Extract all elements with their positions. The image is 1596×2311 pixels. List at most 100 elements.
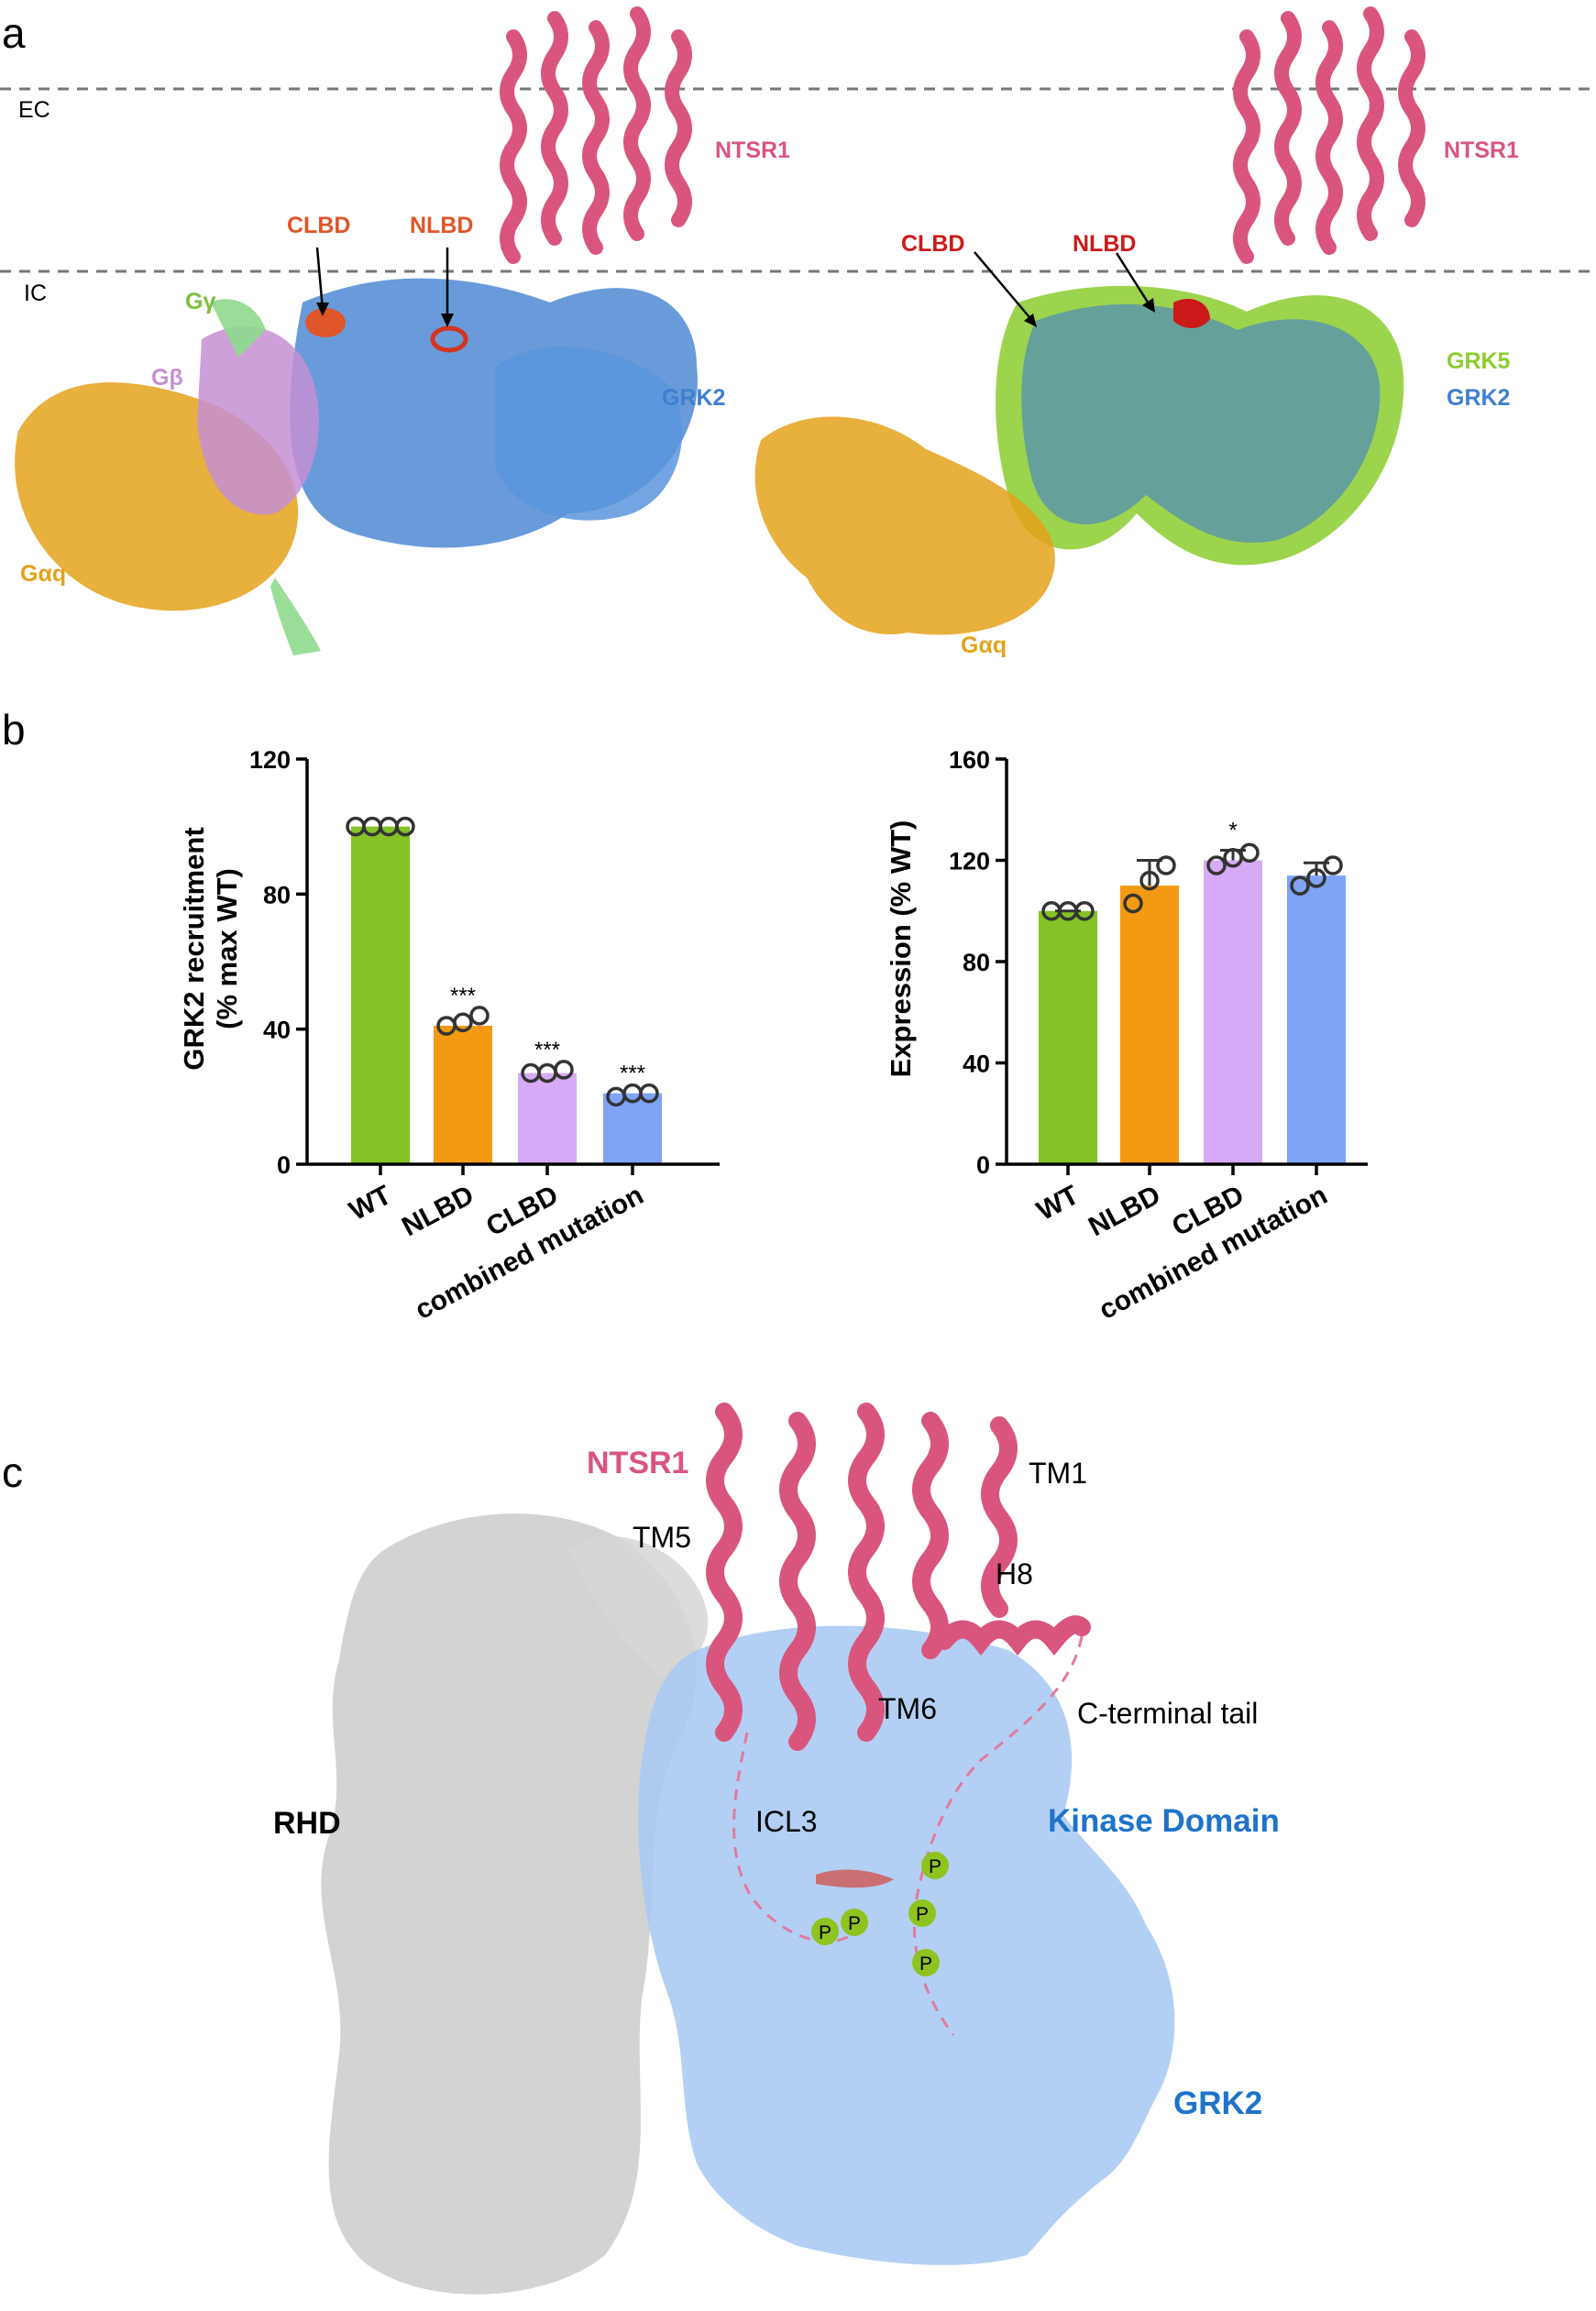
clbd-left-helix (305, 308, 346, 337)
ligand-stick (816, 1869, 894, 1888)
chart2-point-combined-mutation-2 (1306, 868, 1326, 888)
chart2-point-nlbd-2 (1139, 870, 1160, 891)
chart1-ytick-label-0: 0 (277, 1151, 291, 1179)
h8-label: H8 (996, 1557, 1033, 1590)
tm6-label: TM6 (878, 1692, 937, 1725)
chart2-point-combined-mutation-3 (1323, 855, 1343, 875)
phosphate-sites: P P P P P (811, 1852, 949, 1976)
grk2-right-label: GRK2 (1447, 385, 1510, 411)
nlbd-right-label: NLBD (1073, 231, 1136, 257)
ntsr1-c-label: NTSR1 (587, 1446, 688, 1480)
svg-text:P: P (919, 1953, 932, 1975)
chart2-bar-clbd (1204, 860, 1262, 1164)
c-terminal-tail-label: C-terminal tail (1077, 1697, 1258, 1730)
chart2-ytick-label-120: 120 (949, 848, 990, 875)
chart1-ylabel-line1: GRK2 recruitment (178, 827, 210, 1070)
chart2-bar-wt (1039, 910, 1097, 1164)
chart1-point-clbd-3 (554, 1060, 574, 1080)
chart1-significance-nlbd: *** (450, 984, 476, 1008)
svg-text:P: P (916, 1904, 929, 1925)
tm1-label: TM1 (1029, 1457, 1087, 1490)
phospho-site-2: P (841, 1909, 868, 1936)
grk2-left-label: GRK2 (662, 385, 725, 411)
ggamma-label: Gγ (185, 289, 215, 314)
galphaq-right-label: Gαq (961, 633, 1007, 658)
chart2-ytick-label-0: 0 (976, 1151, 990, 1179)
ntsr1-helices-left (500, 6, 692, 264)
chart1-ytick-label-80: 80 (263, 881, 291, 908)
galphaq-left-label: Gαq (20, 561, 66, 587)
chart-grk2-recruitment: GRK2 recruitment (% max WT) ********* WT… (178, 746, 720, 1326)
chart1-point-wt-4 (395, 816, 415, 837)
nlbd-left-label: NLBD (410, 213, 473, 238)
rhd-surface-top (568, 1535, 709, 1678)
gbeta-blob (197, 325, 319, 515)
gbeta-label: Gβ (151, 365, 183, 391)
chart2-bar-combined-mutation (1287, 875, 1346, 1164)
ntsr1-right-label: NTSR1 (1444, 138, 1519, 163)
kinase-domain-surface (638, 1625, 1175, 2265)
chart2-ylabel: Expression (% WT) (885, 820, 917, 1078)
grk2-c-label: GRK2 (1173, 2085, 1262, 2121)
chart1-bar-nlbd (434, 1025, 492, 1164)
svg-text:P: P (819, 1922, 831, 1943)
structure-left: NTSR1 CLBD NLBD Gγ Gβ GRK2 Gαq (15, 6, 790, 655)
nlbd-right-arrowhead (1142, 298, 1155, 313)
clbd-right-arrow (974, 251, 1035, 324)
chart2-significance-clbd: * (1228, 818, 1237, 842)
grk2-right-blob (1021, 303, 1381, 543)
panel-c: c P P P (2, 1403, 1280, 2294)
clbd-right-label: CLBD (901, 231, 964, 257)
chart1-category-nlbd: NLBD (397, 1180, 479, 1242)
chart1-bar-wt (351, 826, 410, 1164)
chart2-point-nlbd-3 (1156, 855, 1176, 875)
structure-right: NTSR1 CLBD NLBD GRK5 GRK2 Gαq (754, 6, 1519, 658)
galphaq-right-blob (754, 416, 1055, 635)
chart2-ytick-label-40: 40 (963, 1051, 990, 1078)
phospho-site-1: P (811, 1918, 839, 1945)
icl3-label: ICL3 (755, 1805, 818, 1838)
chart2-category-wt: WT (1032, 1180, 1084, 1227)
rhd-surface (321, 1513, 697, 2294)
nlbd-left-loop (430, 325, 468, 353)
chart1-point-nlbd-2 (453, 1012, 473, 1033)
chart2-ytick-label-160: 160 (949, 746, 990, 774)
ntsr1-helices-right (1233, 6, 1425, 264)
panel-b: b GRK2 recruitment (% max WT) ********* … (2, 706, 1368, 1326)
chart2-point-wt-3 (1074, 901, 1095, 921)
chart2-point-clbd-1 (1206, 855, 1227, 875)
chart1-bar-clbd (518, 1073, 577, 1164)
nlbd-left-arrowhead (441, 314, 454, 327)
chart1-ytick-label-120: 120 (249, 746, 291, 774)
panel-b-label: b (2, 706, 26, 754)
phospho-site-5: P (912, 1949, 940, 1976)
chart2-category-nlbd: NLBD (1084, 1180, 1165, 1242)
nlbd-right-helix (1173, 299, 1210, 328)
chart1-ylabel-line2: (% max WT) (211, 868, 243, 1029)
nlbd-right-arrow (1115, 252, 1153, 309)
rhd-label: RHD (273, 1806, 341, 1841)
panel-a: a EC IC NTSR1 CLBD (0, 6, 1596, 658)
kinase-domain-label: Kinase Domain (1048, 1803, 1280, 1839)
tm5-label: TM5 (633, 1521, 691, 1554)
ic-label: IC (24, 281, 47, 306)
chart1-significance-combined-mutation: *** (620, 1062, 645, 1086)
ec-label: EC (18, 97, 50, 123)
svg-text:P: P (848, 1913, 861, 1934)
grk5-label: GRK5 (1447, 348, 1511, 374)
chart1-point-nlbd-3 (469, 1006, 490, 1026)
chart2-bar-nlbd (1120, 886, 1179, 1164)
panel-c-label: c (2, 1448, 23, 1496)
chart2-point-nlbd-1 (1123, 893, 1143, 914)
chart2-point-combined-mutation-1 (1290, 875, 1310, 896)
chart2-point-clbd-3 (1239, 842, 1260, 863)
grk2-left-kinase-blob (495, 347, 683, 521)
chart1-category-wt: WT (345, 1180, 397, 1227)
ntsr1-helices-panel-c (706, 1403, 1091, 1751)
ntsr1-left-label: NTSR1 (715, 138, 790, 163)
chart1-ytick-label-40: 40 (263, 1017, 291, 1044)
clbd-right-arrowhead (1024, 314, 1037, 327)
clbd-left-label: CLBD (287, 213, 350, 238)
panel-a-label: a (2, 9, 26, 57)
